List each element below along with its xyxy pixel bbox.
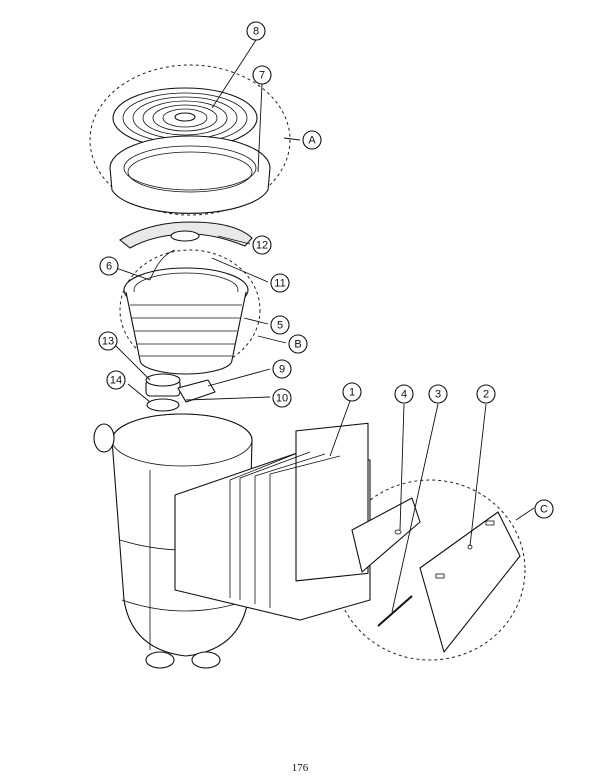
rod [377,595,413,627]
skimmer-basket [123,249,249,375]
lid-collar [109,135,271,214]
callout-circle [288,334,308,354]
callout-3: 3 [428,384,448,404]
page-number: 176 [291,762,309,774]
callout-8: 8 [246,21,266,41]
callout-label: 7 [259,70,265,82]
callout-circle [270,273,290,293]
callout-11: 11 [270,273,290,293]
callout-label: 8 [253,26,259,38]
callout-circle [428,384,448,404]
weir-plate [119,221,253,249]
callout-7: 7 [252,65,272,85]
callout-1: 1 [342,382,362,402]
callout-5: 5 [270,315,290,335]
callout-circle [534,499,554,519]
callout-circle [342,382,362,402]
callout-circle [246,21,266,41]
callout-2: 2 [476,384,496,404]
callout-b: B [288,334,308,354]
callout-label: A [308,135,316,147]
skimmer-lid [112,87,258,149]
callout-label: 4 [401,389,407,401]
callout-label: 9 [279,364,285,376]
callout-label: B [294,339,301,351]
group-a-outline [89,64,291,216]
callout-circle [302,130,322,150]
callout-label: 13 [102,336,114,348]
throat-extension [174,422,371,621]
callout-4: 4 [394,384,414,404]
callout-label: 11 [274,278,285,290]
callout-circle [98,331,118,351]
callout-6: 6 [99,256,119,276]
callout-circle [270,315,290,335]
callout-a: A [302,130,322,150]
small-flap [351,497,421,573]
callout-circle [394,384,414,404]
callout-label: C [540,504,548,516]
callout-label: 5 [277,320,283,332]
callout-label: 14 [110,375,122,387]
callout-circle [272,388,292,408]
callout-label: 1 [349,387,355,399]
leader-lines [115,39,535,613]
callout-circle [476,384,496,404]
callout-9: 9 [272,359,292,379]
callout-12: 12 [252,235,272,255]
callout-circle [99,256,119,276]
callout-14: 14 [106,370,126,390]
callout-10: 10 [272,388,292,408]
large-flap [419,511,521,653]
callout-circle [252,65,272,85]
callout-13: 13 [98,331,118,351]
callout-circle [252,235,272,255]
callout-circle [106,370,126,390]
top-fittings [145,373,216,412]
callout-label: 10 [276,393,288,405]
callout-label: 2 [483,389,489,401]
callout-label: 6 [106,261,112,273]
callout-circle [272,359,292,379]
callout-label: 12 [256,240,268,252]
callout-label: 3 [435,389,441,401]
callout-c: C [534,499,554,519]
